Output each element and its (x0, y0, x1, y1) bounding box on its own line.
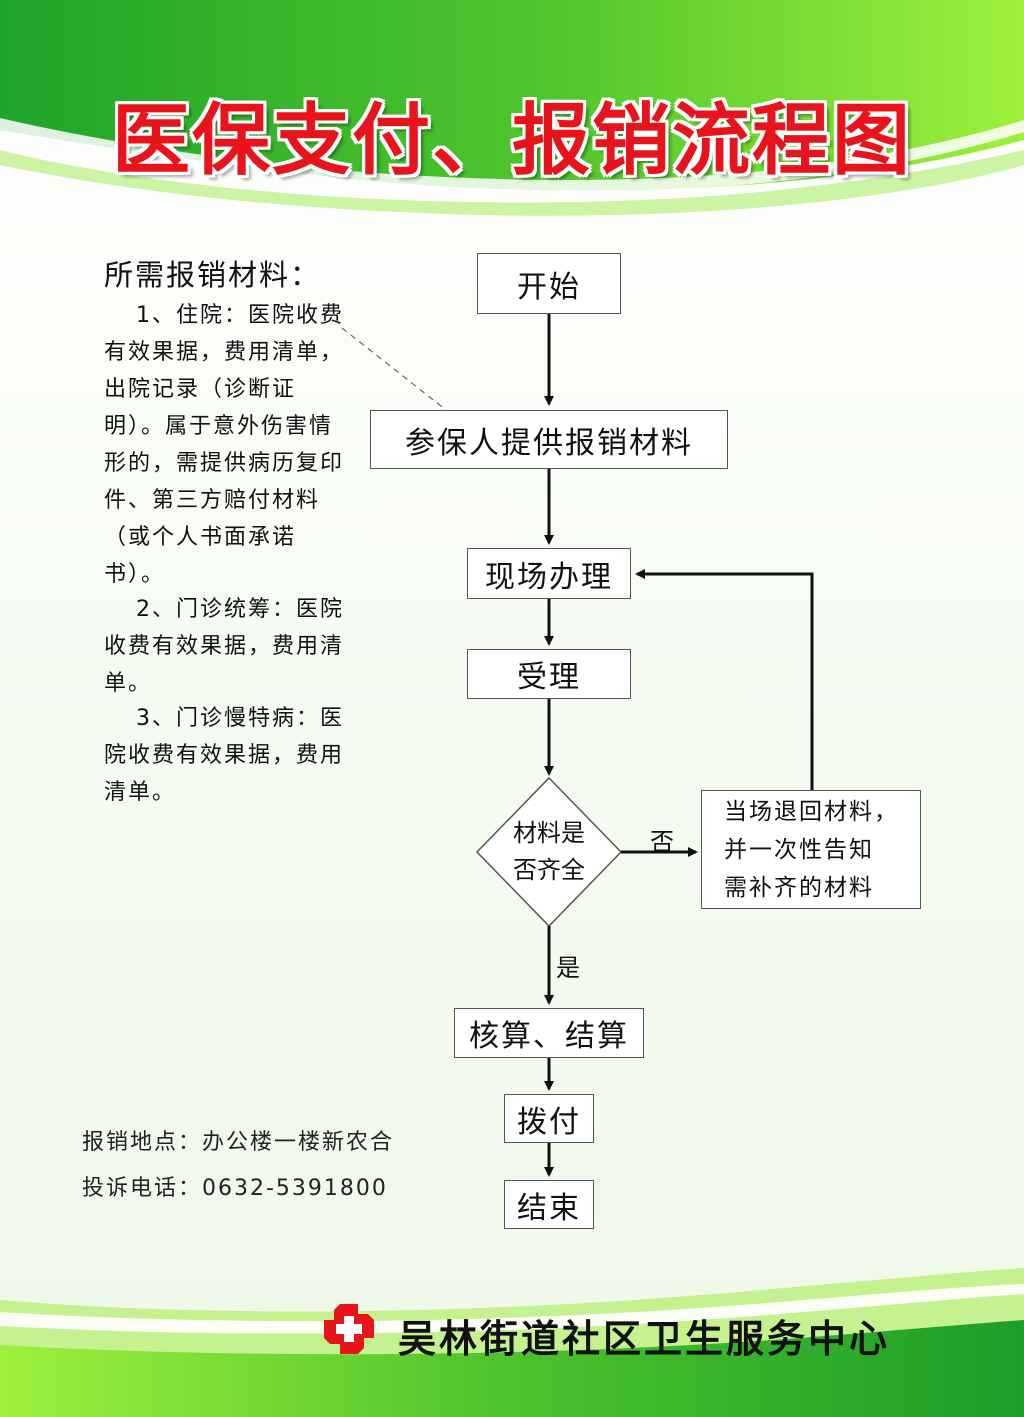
flow-payment: 拨付 (504, 1094, 594, 1143)
organization-name: 吴林街道社区卫生服务中心 (398, 1317, 891, 1361)
yes-label: 是 (556, 954, 580, 982)
flow-submit-materials: 参保人提供报销材料 (370, 410, 728, 469)
materials-item-chronic-disease: 3、门诊慢特病：医院收费有效果据，费用清单。 (104, 706, 345, 805)
materials-item-outpatient-pooling: 2、门诊统筹：医院收费有效果据，费用清单。 (104, 597, 345, 696)
no-label: 否 (650, 828, 674, 856)
red-cross-logo-icon (324, 1304, 374, 1354)
flow-settlement: 核算、结算 (454, 1008, 644, 1058)
decision-label-line1: 材料是 (513, 819, 585, 847)
decision-label: 材料是 否齐全 (499, 815, 599, 889)
top-wave-highlight (0, 118, 1024, 192)
flow-start: 开始 (477, 253, 621, 314)
return-line3: 需补齐的材料 (724, 875, 874, 901)
bottom-wave-front (0, 1320, 1024, 1417)
return-line1: 当场退回材料， (724, 799, 899, 825)
complaint-phone: 投诉电话：0632-5391800 (82, 1176, 388, 1201)
materials-item-inpatient: 1、住院：医院收费有效果据，费用清单，出院记录（诊断证明）。属于意外伤害情形的，… (104, 303, 345, 587)
decision-label-line2: 否齐全 (513, 856, 585, 884)
top-wave (0, 0, 1024, 191)
reimbursement-location: 报销地点：办公楼一楼新农合 (82, 1130, 395, 1155)
materials-heading: 所需报销材料： (104, 258, 322, 292)
flow-return-materials: 当场退回材料， 并一次性告知 需补齐的材料 (701, 790, 921, 909)
flow-accept: 受理 (467, 649, 631, 699)
flow-onsite-processing: 现场办理 (467, 548, 631, 599)
return-line2: 并一次性告知 (724, 837, 874, 863)
flow-end: 结束 (504, 1180, 594, 1229)
top-wave-swoosh (0, 150, 1024, 216)
poster-title: 医保支付、报销流程图 (111, 96, 912, 186)
bottom-wave-highlight (0, 1284, 1024, 1334)
